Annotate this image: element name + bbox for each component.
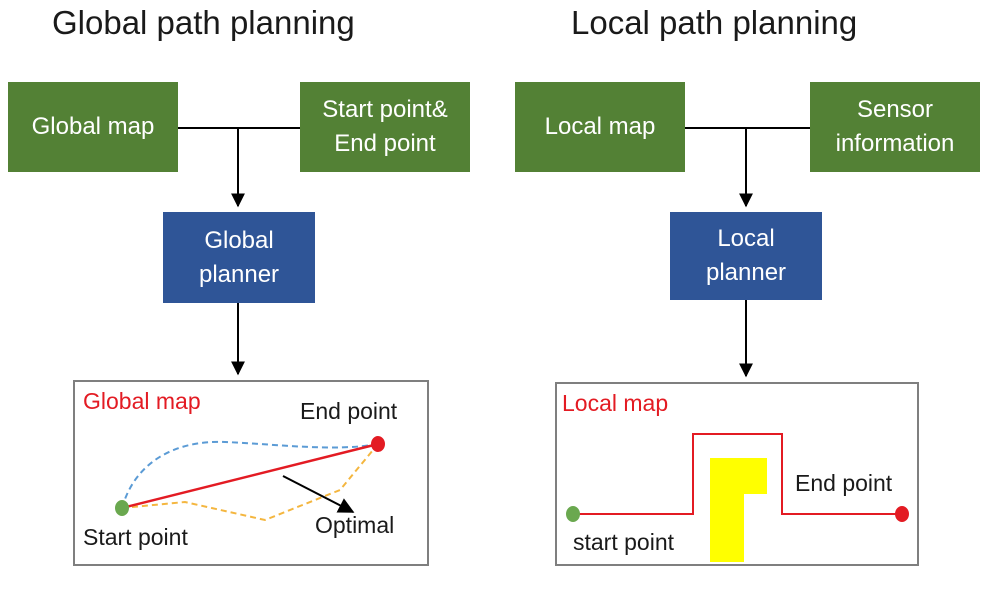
local-map-drawing [566, 433, 909, 562]
start-end-line2: End point [334, 130, 436, 157]
optimal-path-line [121, 442, 379, 510]
local-path-line [573, 433, 902, 515]
optimal-label: Optimal [315, 512, 395, 538]
local-map-panel: Local map End point start point [555, 382, 919, 566]
local-planner-box: Local planner [670, 212, 822, 300]
global-end-point-label: End point [300, 398, 398, 424]
local-map-panel-label: Local map [562, 390, 669, 416]
local-title: Local path planning [571, 4, 858, 41]
start-end-line1: Start point& [322, 96, 448, 123]
local-obstacle [710, 458, 767, 562]
global-map-drawing [115, 436, 385, 522]
orange-dashed-path [121, 443, 379, 522]
start-end-point-box: Start point& End point [300, 82, 470, 172]
global-map-box-label: Global map [31, 113, 155, 140]
local-start-dot [566, 506, 580, 522]
local-start-point-label: start point [573, 529, 674, 555]
local-map-box-label: Local map [544, 113, 656, 140]
global-start-dot [115, 500, 129, 516]
global-map-panel: Global map End point Start point Optimal [73, 380, 429, 566]
global-end-dot [371, 436, 385, 452]
blue-dashed-path [121, 440, 379, 509]
global-map-panel-label: Global map [83, 388, 201, 414]
sensor-information-box: Sensor information [810, 82, 980, 172]
local-planner-line1: Local [717, 225, 775, 252]
local-end-dot [895, 506, 909, 522]
global-start-point-label: Start point [83, 524, 188, 550]
local-map-box: Local map [515, 82, 685, 172]
global-map-box: Global map [8, 82, 178, 172]
sensor-line2: information [835, 130, 955, 157]
local-end-point-label: End point [795, 470, 893, 496]
optimal-pointer-arrow [282, 475, 355, 513]
global-title: Global path planning [52, 4, 355, 41]
global-planner-line2: planner [198, 260, 280, 288]
global-planner-box: Global planner [163, 212, 315, 303]
local-planner-line2: planner [705, 259, 787, 286]
sensor-line1: Sensor [856, 96, 934, 123]
global-planner-line1: Global [204, 226, 274, 254]
